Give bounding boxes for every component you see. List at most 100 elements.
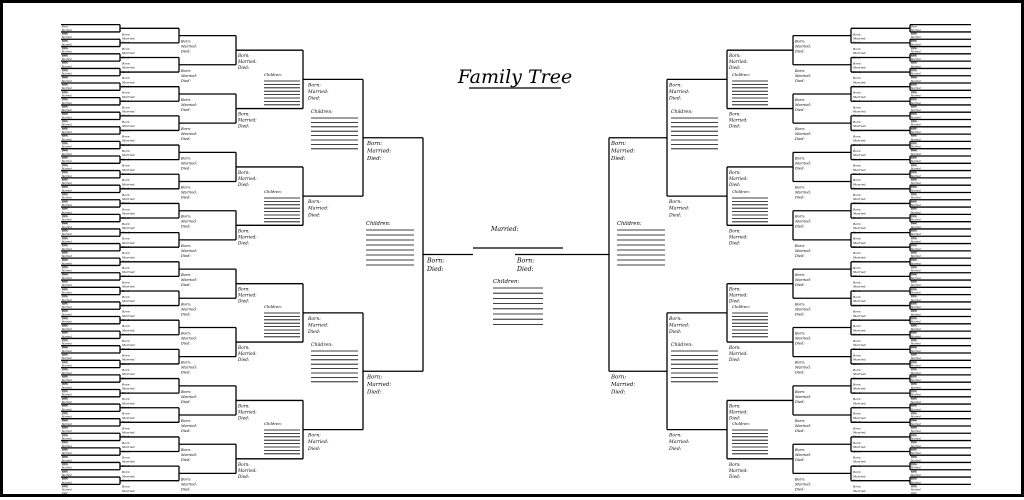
died-label: Died: xyxy=(910,236,917,239)
died-label: Died: xyxy=(910,76,917,79)
died-label: Died: xyxy=(728,182,741,187)
married-label: Married: xyxy=(180,161,197,165)
died-label: Died: xyxy=(61,353,68,356)
married-label: Married: xyxy=(610,382,635,388)
married-label: Married: xyxy=(180,424,197,428)
born-label: Born: xyxy=(121,47,130,51)
married-label: Married: xyxy=(852,139,866,143)
born-label: Born: xyxy=(852,310,861,314)
born-label: Born: xyxy=(610,141,626,147)
died-label: Died: xyxy=(61,83,68,86)
died-label: Died: xyxy=(180,50,191,54)
born-label: Born: xyxy=(910,405,918,408)
born-label: Born: xyxy=(852,32,861,36)
married-label: Married: xyxy=(852,401,866,405)
died-label: Died: xyxy=(61,441,68,444)
born-label: Born: xyxy=(910,135,918,138)
married-label: Married: xyxy=(180,366,197,370)
married-label: Married: xyxy=(728,351,748,356)
died-label: Died: xyxy=(366,389,382,395)
born-label: Born: xyxy=(910,157,918,160)
born-label: Born: xyxy=(794,40,805,44)
married-label: Married: xyxy=(61,481,72,484)
born-label: Born: xyxy=(180,186,191,190)
born-label: Born: xyxy=(61,252,69,255)
married-label: Married: xyxy=(307,322,329,328)
died-label: Died: xyxy=(61,120,68,123)
died-label: Died: xyxy=(910,193,917,196)
born-label: Born: xyxy=(852,397,861,401)
died-label: Died: xyxy=(61,47,68,50)
married-label: Married: xyxy=(121,343,135,347)
married-label: Married: xyxy=(852,416,866,420)
born-label: Born: xyxy=(121,295,130,299)
married-label: Married: xyxy=(910,226,921,229)
died-label: Died: xyxy=(910,83,917,86)
died-label: Died: xyxy=(61,193,68,196)
died-label: Died: xyxy=(237,182,250,187)
born-label: Born: xyxy=(180,390,191,394)
children-label: Children: xyxy=(732,421,751,426)
died-label: Died: xyxy=(668,329,682,335)
died-label: Died: xyxy=(237,357,250,362)
born-label: Born: xyxy=(61,186,69,189)
died-label: Died: xyxy=(910,368,917,371)
born-label: Born: xyxy=(728,112,741,117)
died-label: Died: xyxy=(910,287,917,290)
married-label: Married: xyxy=(61,416,72,419)
married-label: Married: xyxy=(121,197,135,201)
married-label: Married: xyxy=(728,59,748,64)
died-label: Died: xyxy=(910,411,917,414)
married-label: Married: xyxy=(852,95,866,99)
married-label: Married: xyxy=(910,109,921,112)
born-label: Born: xyxy=(61,303,69,306)
died-label: Died: xyxy=(180,196,191,200)
died-label: Died: xyxy=(180,458,191,462)
died-label: Died: xyxy=(910,142,917,145)
born-label: Born: xyxy=(794,156,805,160)
died-label: Died: xyxy=(61,492,68,495)
born-label: Born: xyxy=(121,178,130,182)
married-label: Married: xyxy=(180,278,197,282)
children-label: Children: xyxy=(264,189,283,194)
born-label: Born: xyxy=(121,76,130,80)
born-label: Born: xyxy=(61,318,69,321)
born-label: Born: xyxy=(121,280,130,284)
married-label: Married: xyxy=(910,175,921,178)
married-label: Married: xyxy=(910,160,921,163)
born-label: Born: xyxy=(910,208,918,211)
married-label: Married: xyxy=(121,401,135,405)
born-label: Born: xyxy=(516,258,534,265)
died-label: Died: xyxy=(910,105,917,108)
born-label: Born: xyxy=(61,478,69,481)
born-label: Born: xyxy=(61,332,69,335)
born-label: Born: xyxy=(794,186,805,190)
died-label: Died: xyxy=(668,96,682,102)
died-label: Died: xyxy=(910,32,917,35)
died-label: Died: xyxy=(61,360,68,363)
born-label: Born: xyxy=(910,266,918,269)
died-label: Died: xyxy=(61,302,68,305)
married-label: Married: xyxy=(61,124,72,127)
married-label: Married: xyxy=(61,343,72,346)
married-label: Married: xyxy=(61,365,72,368)
born-label: Born: xyxy=(426,258,444,265)
died-label: Died: xyxy=(910,324,917,327)
died-label: Died: xyxy=(61,39,68,42)
born-label: Born: xyxy=(910,223,918,226)
married-label: Married: xyxy=(852,489,866,493)
died-label: Died: xyxy=(61,397,68,400)
died-label: Died: xyxy=(61,404,68,407)
died-label: Died: xyxy=(307,96,321,102)
married-label: Married: xyxy=(121,51,135,55)
married-label: Married: xyxy=(121,328,135,332)
married-label: Married: xyxy=(61,160,72,163)
died-label: Died: xyxy=(910,470,917,473)
married-label: Married: xyxy=(121,387,135,391)
born-label: Born: xyxy=(61,434,69,437)
married-label: Married: xyxy=(910,372,921,375)
died-label: Died: xyxy=(61,470,68,473)
died-label: Died: xyxy=(180,283,191,287)
married-label: Married: xyxy=(794,249,811,253)
born-label: Born: xyxy=(910,339,918,342)
